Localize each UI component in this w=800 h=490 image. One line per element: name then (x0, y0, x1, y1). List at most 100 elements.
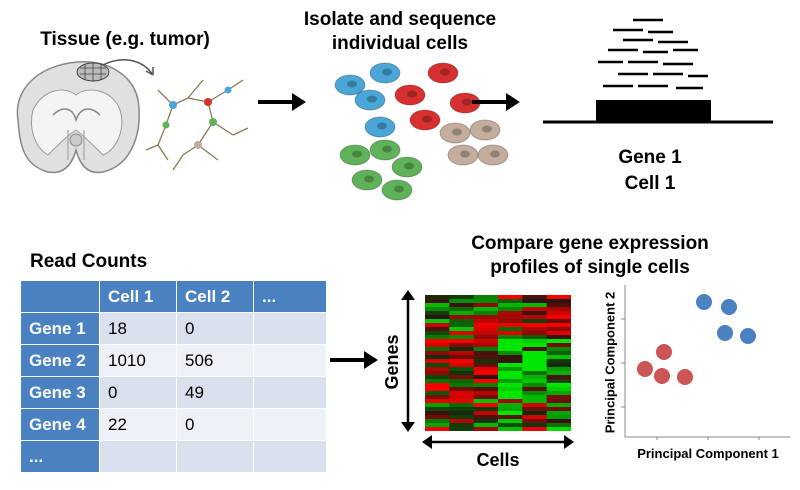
heatmap-cell (498, 307, 523, 312)
heatmap-cell (498, 363, 523, 368)
heatmap-cell (498, 323, 523, 328)
heatmap-cell (449, 371, 474, 376)
heatmap-cell (449, 367, 474, 372)
heatmap-cell (425, 379, 450, 384)
heatmap-cell (498, 299, 523, 304)
heatmap-cell (522, 299, 547, 304)
heatmap-cell (449, 347, 474, 352)
heatmap-cell (522, 415, 547, 420)
table-cell: 506 (176, 344, 254, 377)
cell-shape (334, 74, 366, 96)
tissue-label: Tissue (e.g. tumor) (40, 29, 210, 50)
heatmap-cell (522, 351, 547, 356)
heatmap-cell (449, 303, 474, 308)
heatmap-cell (473, 391, 499, 396)
heatmap-cell (425, 347, 450, 352)
heatmap-cell (449, 323, 474, 328)
isolate-label: Isolate and sequence individual cells (303, 9, 497, 54)
heatmap-cell (498, 387, 523, 392)
heatmap-cell (546, 351, 571, 356)
cell-label: Cell 1 (624, 173, 676, 194)
cell-nucleus (364, 175, 374, 183)
cell-shape (381, 179, 413, 201)
pca-point (677, 369, 693, 385)
heatmap-cell (449, 427, 474, 431)
heatmap-cell (425, 327, 450, 332)
heatmap-cell (473, 323, 499, 328)
heatmap-cell (522, 387, 547, 392)
heatmap-cell (425, 355, 450, 360)
heatmap-cell (546, 299, 571, 304)
pca-point (717, 325, 733, 341)
heatmap-cell (546, 331, 571, 336)
heatmap-cell (473, 303, 499, 308)
heatmap-cell (522, 391, 547, 396)
heatmap-cell (522, 399, 547, 404)
row-header: ... (20, 440, 100, 473)
heatmap-cell (449, 423, 474, 428)
heatmap-cell (425, 363, 450, 368)
heatmap-cell (498, 375, 523, 380)
table-cell: 49 (176, 376, 254, 409)
heatmap-cell (522, 327, 547, 332)
table-row: ... (20, 440, 327, 473)
row-header: Gene 4 (20, 408, 100, 441)
heatmap-cell (546, 307, 571, 312)
heatmap-cell (425, 411, 450, 416)
heatmap-cell (498, 391, 523, 396)
heatmap-cell (522, 359, 547, 364)
heatmap-cell (473, 367, 499, 372)
cell-nucleus (352, 150, 362, 158)
heatmap-cell (473, 403, 499, 408)
heatmap-cell (546, 323, 571, 328)
heatmap-cell (449, 375, 474, 380)
cell-nucleus (490, 150, 500, 158)
cell-nucleus (440, 68, 450, 76)
heatmap-cell (498, 419, 523, 424)
heatmap-cell (546, 347, 571, 352)
heatmap-cell (473, 395, 499, 400)
heatmap-cell (425, 383, 450, 388)
heatmap-cell (546, 319, 571, 324)
heatmap-cell (522, 363, 547, 368)
heatmap-cell (425, 419, 450, 424)
row-header: Gene 3 (20, 376, 100, 409)
heatmap-cell (425, 427, 450, 431)
heatmap-cell (449, 331, 474, 336)
pca-scatter (621, 285, 790, 440)
heatmap-cell (425, 391, 450, 396)
heatmap-cell (473, 379, 499, 384)
table-header-cell (20, 280, 100, 313)
heatmap-cell (522, 419, 547, 424)
heatmap-cell (473, 295, 499, 300)
heatmap-cell (473, 347, 499, 352)
heatmap-cell (449, 387, 474, 392)
heatmap-cell (522, 347, 547, 352)
pca-point (696, 294, 712, 310)
heatmap-cell (498, 319, 523, 324)
heatmap-cell (473, 411, 499, 416)
cell-nucleus (422, 115, 432, 123)
cell-nucleus (407, 90, 417, 98)
heatmap-cell (546, 415, 571, 420)
heatmap-cell (546, 335, 571, 340)
heatmap-cell (546, 379, 571, 384)
heatmap-cell (473, 315, 499, 320)
table-header-cell: Cell 2 (176, 280, 254, 313)
heatmap-cell (546, 367, 571, 372)
cell-nucleus (382, 68, 392, 76)
heatmap-cell (546, 407, 571, 412)
heatmap-cell (522, 407, 547, 412)
heatmap-cell (425, 323, 450, 328)
cell-nucleus (452, 128, 462, 136)
heatmap-cell (425, 319, 450, 324)
table-cell: 0 (99, 376, 177, 409)
heatmap-cell (473, 339, 499, 344)
cell-nucleus (462, 98, 472, 106)
heatmap-cell (498, 379, 523, 384)
heatmap-cell (449, 319, 474, 324)
heatmap-cell (425, 375, 450, 380)
cells-axis-label: Cells (476, 450, 520, 470)
table-cell (253, 408, 327, 441)
heatmap-cell (449, 411, 474, 416)
